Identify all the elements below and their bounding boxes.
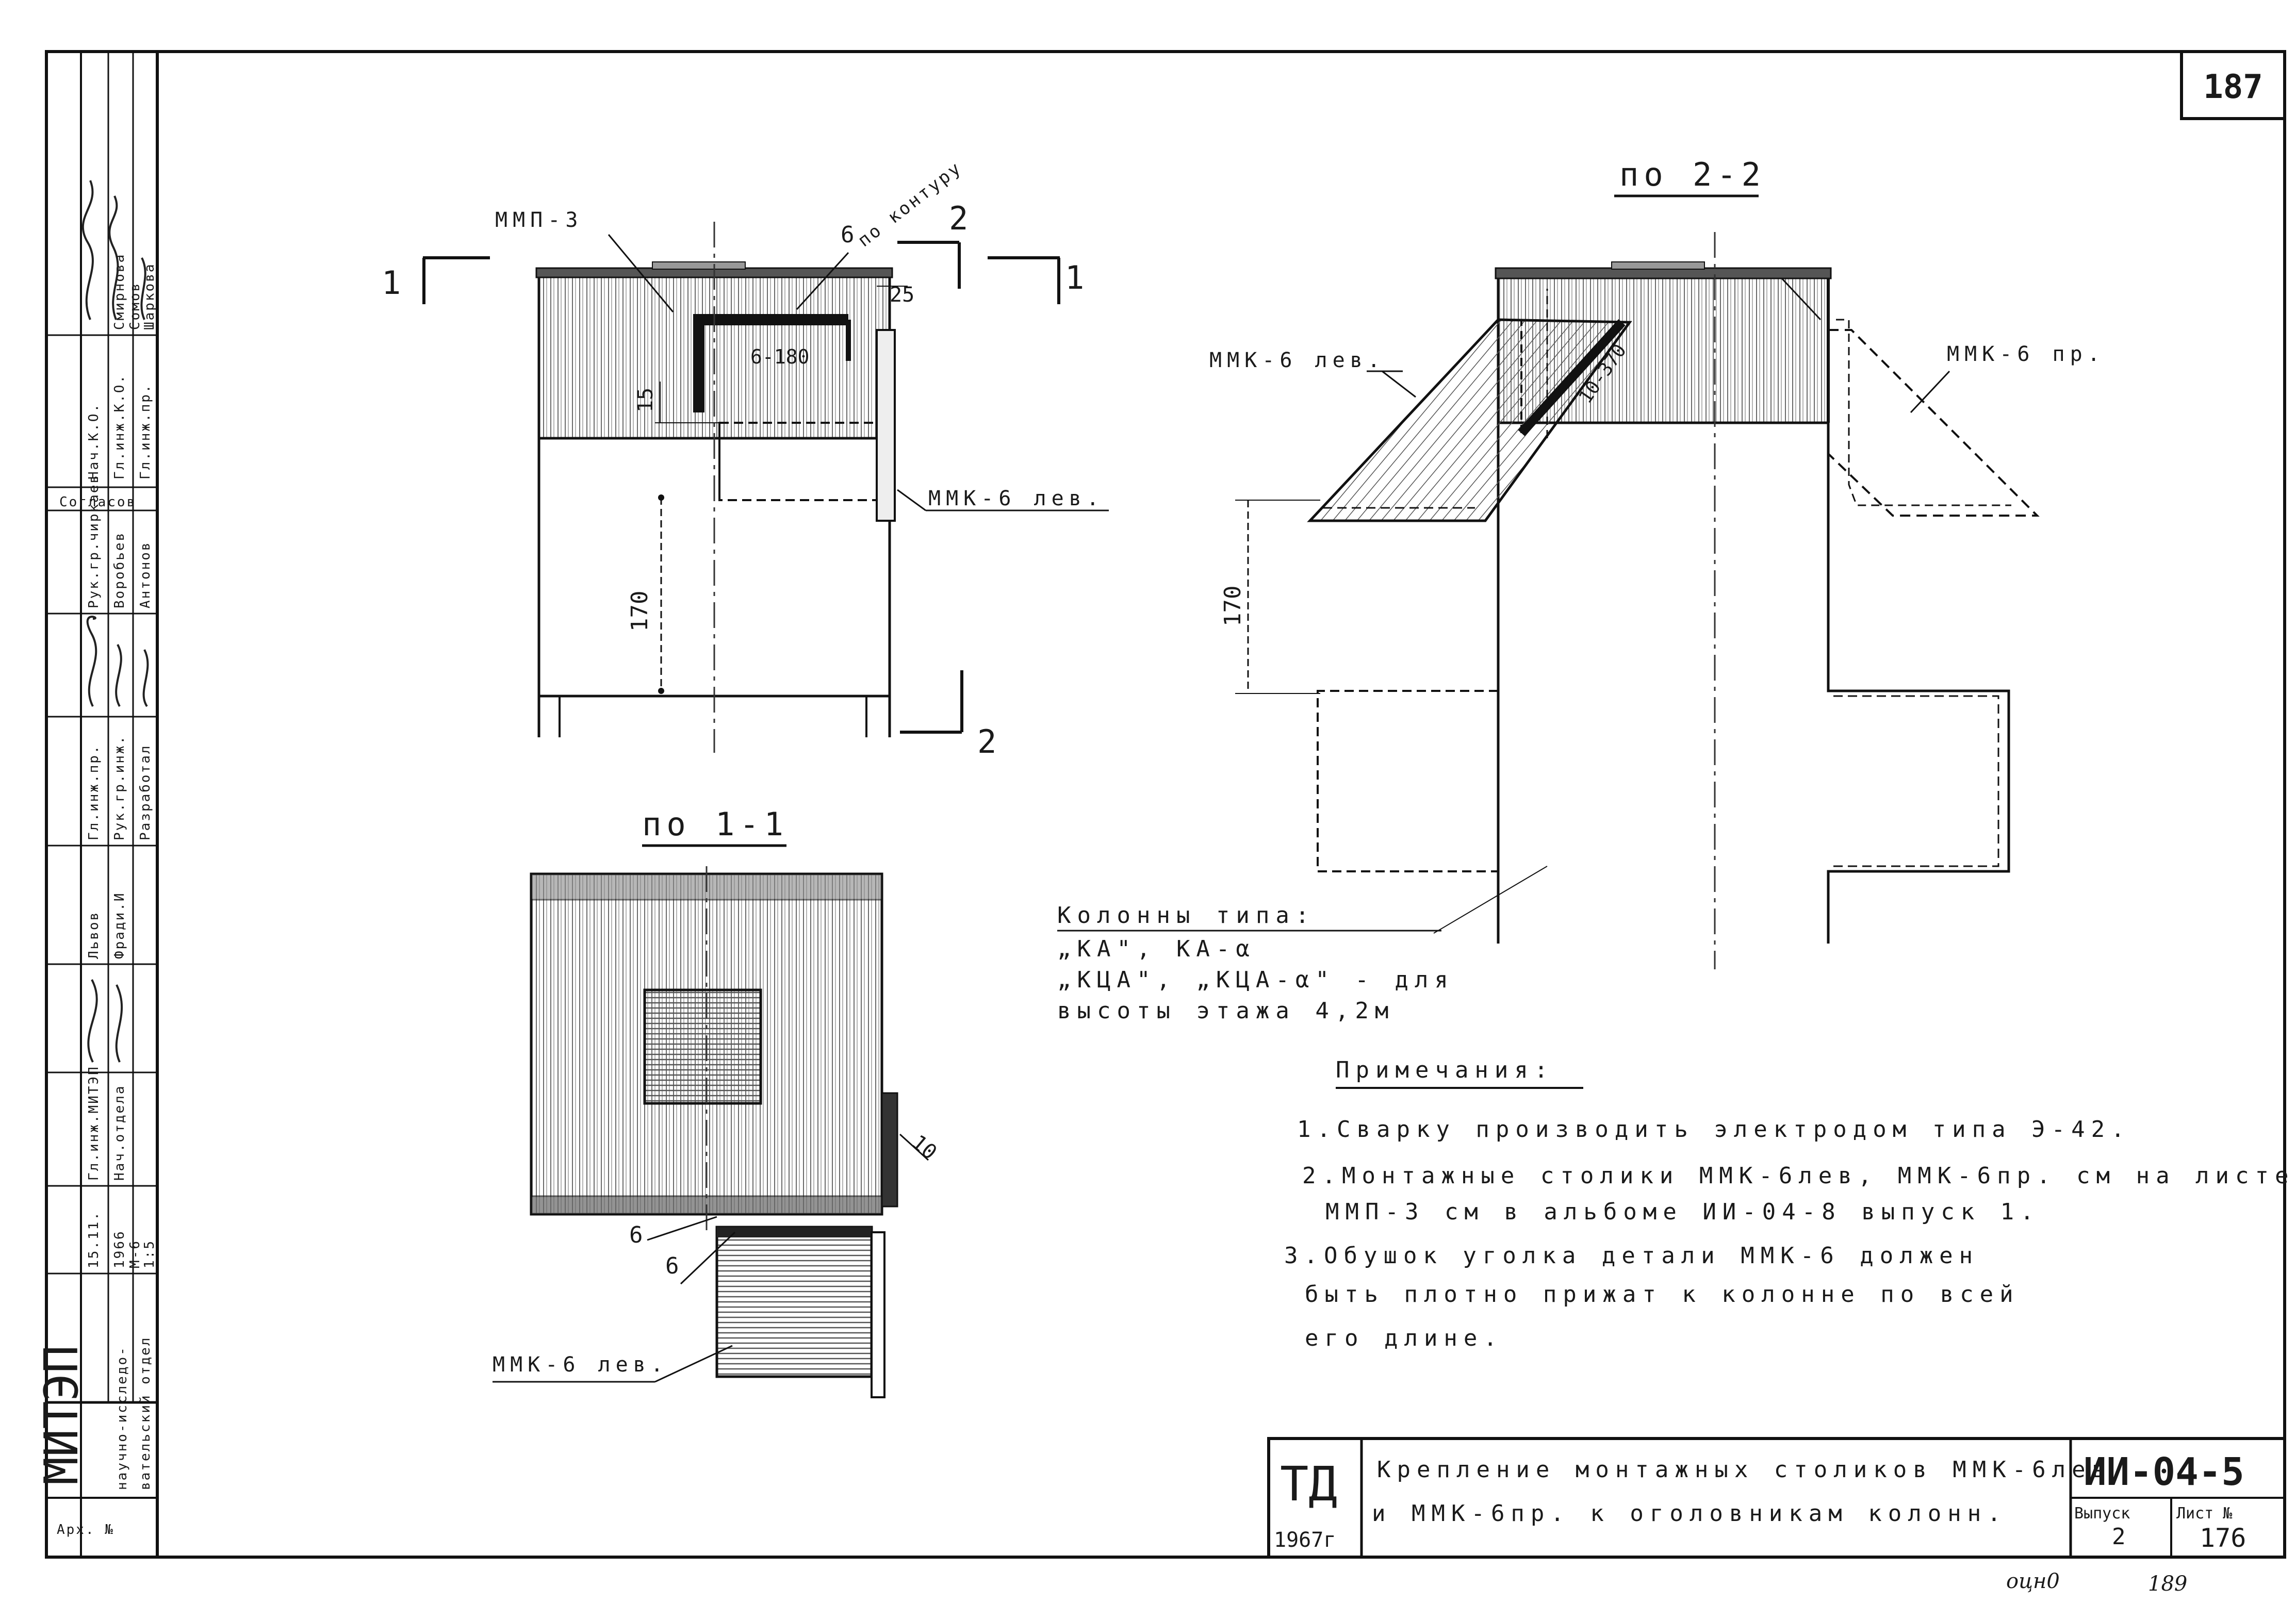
label-weld-6: 6 (841, 222, 855, 248)
side-name-lvov: Львов (86, 911, 102, 959)
side-name-sharkova: Шаркова (142, 262, 157, 330)
signature-1 (81, 180, 94, 320)
side-org-name: МИТЭП (35, 1345, 89, 1485)
side-title-block: Нач.К.О. Гл.инж.К.О. Гл.инж.пр. Согласов… (35, 52, 157, 1557)
columns-note-line4: высоты этажа 4,2м (1057, 998, 1395, 1024)
marker-1-left: 1 (382, 264, 401, 302)
vypusk-label: Выпуск (2074, 1505, 2130, 1523)
signature-7 (87, 979, 98, 1063)
label-mmk-6-lev-22: ММК-6 лев. (1209, 349, 1385, 372)
dim-25: 25 (890, 283, 914, 307)
handwritten-mark: оцн0 (2006, 1569, 2060, 1593)
title-line-2: и ММК-6пр. к оголовникам колонн. (1372, 1500, 2007, 1527)
side-role-gl-inzh-pr-2: Гл.инж.пр. (138, 383, 153, 480)
note-item-3b: быть плотно прижат к колонне по всей (1305, 1281, 2020, 1308)
section-1-1: по 1-1 10 6 6 ММК-6 лев. (493, 805, 941, 1398)
label-mmp-3: ММП-3 (495, 208, 583, 232)
signature-6 (142, 649, 149, 707)
marker-1-right: 1 (1065, 259, 1084, 296)
signature-2 (108, 195, 119, 320)
columns-note-line3: „КЦА", „КЦА-α" - для (1057, 967, 1454, 993)
side-date-year: 1966 (112, 1230, 127, 1268)
section-2-2: по 2-2 ММК-6 лев. ММК-6 пр. 10-370 170 (1209, 156, 2105, 969)
label-mmk-6-lev-top: ММК-6 лев. (928, 487, 1104, 510)
dim-170-22: 170 (1220, 586, 1246, 626)
title-block: ТД 1967г Крепление монтажных столиков ММ… (1267, 1437, 2286, 1559)
side-role-antonov: Антонов (138, 541, 153, 608)
notes-title: Примечания: (1336, 1057, 1554, 1083)
dim-15: 15 (634, 388, 658, 412)
side-name-somov: Сомов (127, 282, 143, 330)
page-number-box: 187 (2180, 50, 2286, 120)
side-arch-number: Арх. № (57, 1522, 114, 1538)
side-role-gl-inzh-pr: Гл.инж.пр. (86, 744, 102, 840)
note-item-2: 2.Монтажные столики ММК-6лев, ММК-6пр. с… (1302, 1163, 2296, 1189)
side-name-fradi: Фради.И (112, 891, 127, 959)
side-role-nach-otdela: Нач.отдела (112, 1084, 127, 1181)
section-1-1-title: по 1-1 (642, 805, 789, 843)
title-line-1: Крепление монтажных столиков ММК-6лев (1377, 1457, 2111, 1483)
doc-code: ИИ-04-5 (2084, 1450, 2244, 1494)
columns-note: Колонны типа: „КА", КА-α „КЦА", „КЦА-α" … (1057, 902, 1454, 1024)
side-role-nach-ko: Нач.К.О. (86, 403, 102, 480)
title-td: ТД (1280, 1457, 1337, 1512)
page-number: 187 (2203, 68, 2263, 106)
dim-10: 10 (907, 1130, 941, 1164)
note-item-1: 1.Сварку производить электродом типа Э-4… (1297, 1116, 2131, 1143)
list-label: Лист № (2176, 1505, 2232, 1523)
label-mmk-6-pr-22: ММК-6 пр. (1947, 342, 2105, 366)
vypusk-value: 2 (2112, 1524, 2126, 1550)
dim-170-top: 170 (627, 591, 653, 632)
note-item-3: 3.Обушок уголка детали ММК-6 должен (1284, 1243, 1979, 1269)
side-date: 15.11. (86, 1211, 102, 1268)
label-mmk-6-lev-bottom: ММК-6 лев. (493, 1353, 668, 1377)
side-org-sub2: вательский отдел (138, 1336, 153, 1490)
side-role-ruk-gr-inzh: Рук.гр.инж. (112, 735, 127, 840)
top-view: 1 1 2 2 ММП-3 6 по контуру 6-180 25 15 1… (382, 157, 1109, 761)
columns-note-line2: „КА", КА-α (1057, 936, 1256, 962)
side-role-gl-inzh-mitep: Гл.инж.МИТЭП (86, 1065, 102, 1181)
note-item-2b: ММП-3 см в альбоме ИИ-04-8 выпуск 1. (1325, 1199, 2040, 1225)
section-2-2-title: по 2-2 (1619, 156, 1766, 193)
marker-2-bottom: 2 (977, 723, 996, 761)
signature-4 (86, 616, 97, 707)
signature-8 (115, 984, 123, 1063)
title-year: 1967г (1274, 1528, 1336, 1552)
dim-6-a: 6 (629, 1222, 643, 1248)
signature-3 (140, 257, 146, 320)
outer-frame (45, 50, 2286, 1559)
side-role-razrabotal: Разработал (138, 744, 153, 840)
dim-6-b: 6 (665, 1253, 679, 1279)
side-mark: М-6 (127, 1239, 143, 1268)
side-scale: 1:5 (142, 1239, 157, 1268)
side-role-gl-inzh-ko: Гл.инж.К.О. (112, 374, 127, 480)
side-role-ruk-gr-chirkaev: Рук.гр.чиркаев (86, 474, 102, 608)
side-role-soglasov: Согласов (59, 494, 136, 510)
signature-5 (115, 644, 122, 707)
handwritten-page-number: 189 (2148, 1572, 2187, 1596)
side-org-sub1: научно-исследо- (114, 1346, 130, 1490)
notes-block: Примечания: 1.Сварку производить электро… (1284, 1057, 2296, 1351)
side-role-vorobev: Воробьев (112, 532, 127, 608)
columns-note-line1: Колонны типа: (1057, 902, 1315, 929)
note-item-3c: его длине. (1305, 1325, 1503, 1351)
label-6-180: 6-180 (750, 345, 809, 368)
marker-2-top: 2 (949, 200, 968, 237)
list-value: 176 (2200, 1523, 2246, 1553)
